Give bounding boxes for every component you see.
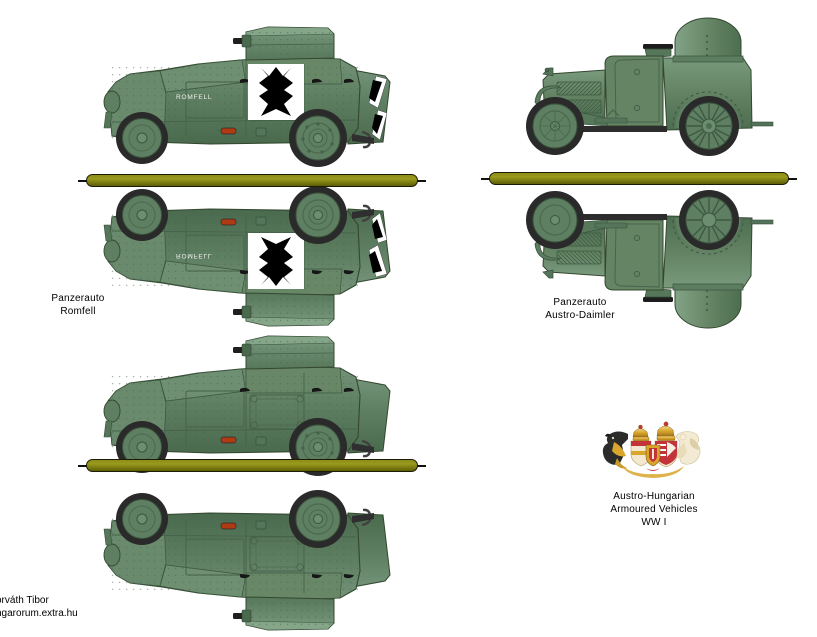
romfell-plain-upright	[90, 333, 410, 476]
title-line-3: WW I	[641, 517, 667, 528]
romfell-plain-body-reflection	[103, 490, 391, 631]
romfell-plain-reflection	[90, 490, 410, 633]
romfell-turret	[233, 26, 335, 61]
caption-romfell-line2: Romfell	[60, 306, 96, 317]
austro-daimler-upright	[495, 17, 785, 162]
ground-line-romfell-plain	[78, 459, 426, 472]
ground-line-tip-right	[788, 178, 797, 180]
credit-author: orváth Tibor	[0, 595, 49, 606]
caption-austro-daimler-line2: Austro-Daimler	[545, 310, 615, 321]
crest-crowns	[632, 421, 676, 442]
romfell-marked-reflection: ROMFELL	[90, 186, 410, 329]
credit-website: ngarorum.extra.hu	[0, 608, 78, 619]
austro-hungarian-coat-of-arms-icon	[598, 418, 708, 480]
austro-daimler-body-reflection	[526, 190, 774, 329]
romfell-side-marking: ROMFELL	[176, 94, 212, 101]
caption-austro-daimler-line1: Panzerauto	[553, 297, 607, 308]
svg-text:ROMFELL: ROMFELL	[176, 252, 212, 259]
ground-line-tip-right	[417, 465, 426, 467]
ground-line-austro-daimler	[481, 172, 797, 185]
romfell-front-wheel	[116, 112, 168, 164]
crest-eagle-supporter	[602, 431, 628, 469]
marker-lamp	[220, 127, 237, 135]
austro-daimler-turret	[643, 17, 744, 63]
crest-shields	[630, 440, 678, 468]
tail-stripe-marking	[368, 75, 388, 141]
iron-cross-insignia	[248, 64, 304, 120]
romfell-marked-upright: ROMFELL	[90, 24, 410, 167]
romfell-rear-wheel	[289, 109, 347, 167]
ground-line-tip-left	[78, 465, 87, 467]
credit-block: orváth Tibor ngarorum.extra.hu	[0, 594, 196, 620]
austro-daimler-rear-wheel	[679, 96, 739, 156]
title-line-2: Armoured Vehicles	[610, 504, 698, 515]
crest-angel-supporter	[675, 431, 701, 465]
romfell-body-reflection: ROMFELL	[103, 186, 391, 327]
caption-romfell-line1: Panzerauto	[51, 293, 105, 304]
radiator-grille-upper	[556, 81, 602, 96]
title-line-1: Austro-Hungarian	[613, 491, 695, 502]
crest-base-scroll	[622, 466, 684, 478]
ground-line-romfell	[78, 174, 426, 187]
austro-daimler-reflection	[495, 184, 785, 329]
ground-line-tip-right	[417, 180, 426, 182]
ground-line-tip-left	[78, 180, 87, 182]
ground-line-tip-left	[481, 178, 490, 180]
austro-daimler-front-wheel	[526, 97, 584, 155]
